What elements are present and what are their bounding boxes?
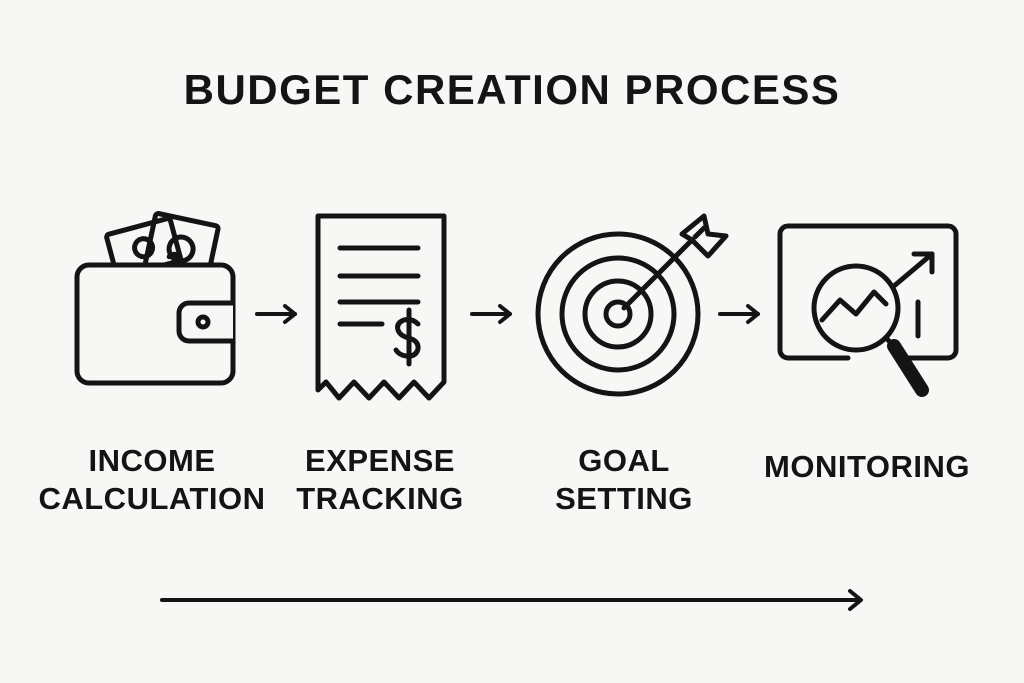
diagram-title: BUDGET CREATION PROCESS [183,66,841,113]
arrow-right-icon [718,304,762,324]
monitoring-chart-icon [777,222,962,402]
receipt-icon [314,212,450,406]
step-label-monitoring: MONITORING [764,449,970,484]
wallet-icon [70,195,250,395]
long-arrow-right-icon [160,588,866,612]
step-label-income-calculation: INCOME CALCULATION [38,443,266,516]
target-icon [532,210,732,410]
arrow-right-icon [470,304,514,324]
step-label-goal-setting: GOAL SETTING [555,443,693,516]
arrow-right-icon [255,304,299,324]
step-label-expense-tracking: EXPENSE TRACKING [296,443,464,516]
